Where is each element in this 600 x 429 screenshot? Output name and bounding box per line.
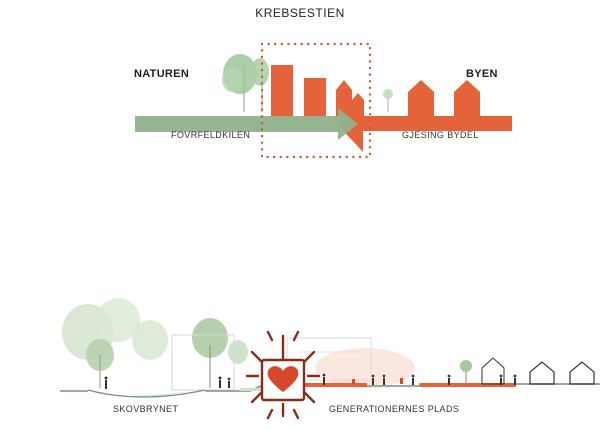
forest-edge-label: SKOVBRYNET [113, 404, 179, 414]
diagram-title: KREBSESTIEN [255, 6, 345, 20]
nature-label: NATUREN [134, 68, 190, 80]
focus-frame [260, 42, 372, 159]
green-band-label: FOVRFELDKILEN [171, 130, 251, 140]
nature-arrow [135, 108, 358, 140]
city-arrow [336, 104, 512, 152]
tree-group-icon [222, 54, 393, 112]
heart-icon [245, 330, 321, 420]
city-label: BYEN [466, 68, 498, 80]
orange-band-label: GJESING BYDEL [402, 130, 479, 140]
city-buildings [271, 65, 480, 117]
generations-square-label: GENERATIONERNES PLADS [329, 404, 460, 414]
section-drawing [60, 298, 600, 398]
